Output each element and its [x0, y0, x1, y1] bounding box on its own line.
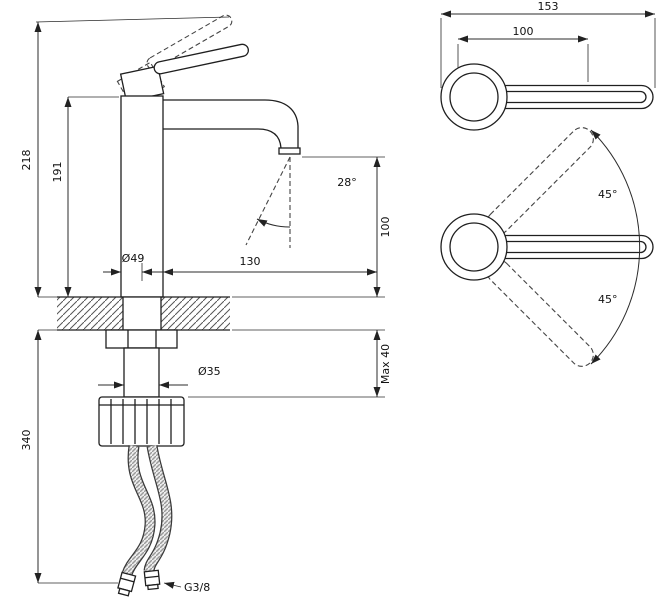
dim-body-height: 191 [51, 96, 119, 297]
countertop-section [57, 296, 230, 331]
dim-total-length: 153 [440, 0, 656, 88]
faucet-spout [163, 99, 301, 155]
dim-body-height-label: 191 [51, 162, 64, 183]
handle-plan [440, 63, 654, 131]
dim-outlet-height-label: 100 [379, 217, 392, 238]
swing-arc [590, 129, 641, 365]
dim-max-deck: Max 40 [188, 329, 392, 398]
dim-lever-length: 100 [457, 25, 589, 82]
handle-hub-outer [440, 213, 508, 281]
dim-base-diameter-label: Ø49 [122, 252, 145, 265]
handle-plan-swing [440, 213, 654, 281]
threaded-shank [123, 347, 160, 398]
dim-below-deck-label: 340 [20, 430, 33, 451]
dim-hole-diameter: Ø35 [98, 365, 221, 389]
front-view: 28° [20, 14, 392, 597]
dim-lever-length-label: 100 [513, 25, 534, 38]
dim-outlet-height: 100 [232, 156, 392, 298]
handle-hub-inner [449, 222, 499, 272]
handle-hub-inner [449, 72, 499, 122]
dim-base-and-reach: Ø49 130 [103, 252, 377, 281]
hose-connector [143, 569, 161, 591]
locknut [105, 329, 178, 349]
dim-total-height-label: 218 [20, 150, 33, 171]
mounting-nut [98, 396, 185, 447]
handle-swing-down-dashed [486, 259, 594, 367]
dim-spout-reach-label: 130 [240, 255, 261, 268]
dim-max-deck-label: Max 40 [379, 344, 392, 384]
thread-callout: G3/8 [163, 581, 210, 594]
dim-total-length-label: 153 [538, 0, 559, 13]
handle-swing-up-dashed [486, 127, 594, 235]
dim-hole-diameter-label: Ø35 [198, 365, 221, 378]
top-view-handle: 153 100 [440, 0, 656, 131]
aerator [278, 147, 301, 155]
hose-connector [117, 571, 137, 597]
handle-hub-outer [440, 63, 508, 131]
dim-stream-angle: 28° [337, 176, 357, 189]
handle-lever [119, 43, 250, 103]
dim-swing-up-label: 45° [598, 188, 618, 201]
supply-hoses [117, 445, 173, 597]
dim-below-deck: 340 [20, 329, 118, 584]
dim-swing-down-label: 45° [598, 293, 618, 306]
dim-total-height: 218 [20, 16, 230, 298]
stream-angle-annotation: 28° [245, 156, 357, 248]
dim-hose-thread: G3/8 [184, 581, 210, 594]
top-view-swing: 45° 45° [440, 127, 654, 367]
